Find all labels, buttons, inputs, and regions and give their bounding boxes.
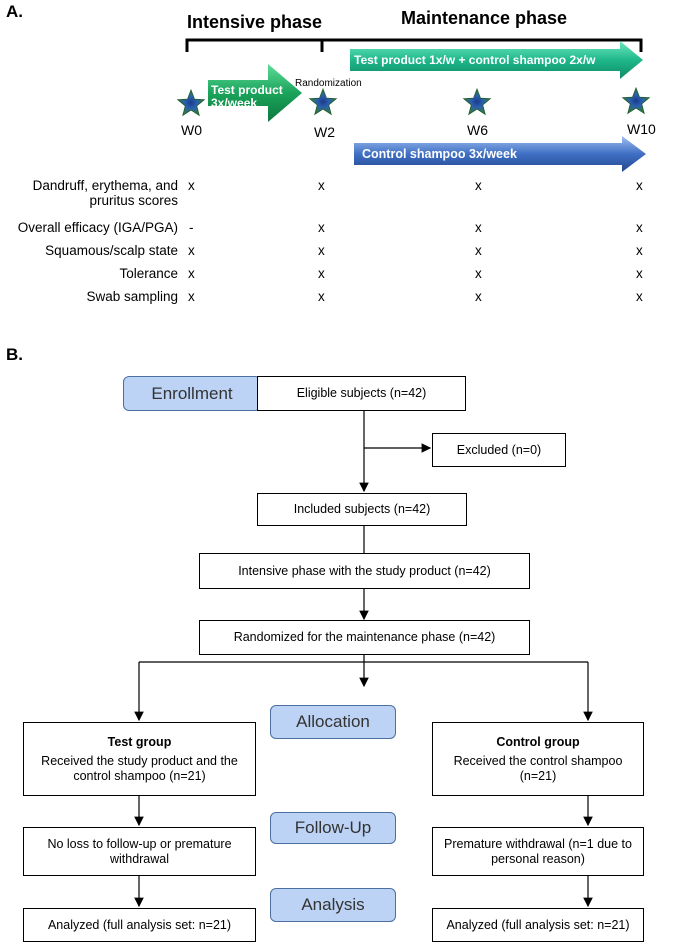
- intensive-phase-box: Intensive phase with the study product (…: [199, 553, 530, 589]
- panel-b-label: B.: [6, 345, 23, 364]
- control-arrow-label: Control shampoo 3x/week: [362, 147, 517, 161]
- test-intensive-line2: 3x/week: [211, 96, 258, 110]
- row-label-efficacy: Overall efficacy (IGA/PGA): [17, 220, 178, 235]
- mark-squamous-w6: x: [475, 243, 482, 258]
- randomization-label: Randomization: [295, 78, 362, 89]
- control-group-box: Control group Received the control shamp…: [432, 722, 644, 796]
- test-group-title: Test group: [107, 734, 172, 749]
- mark-dandruff-w10: x: [636, 178, 643, 193]
- star-icon-w6: [462, 87, 492, 116]
- timepoint-w2: W2: [314, 124, 335, 140]
- intensive-phase-title: Intensive phase: [187, 12, 323, 32]
- row-label-tolerance: Tolerance: [119, 266, 178, 281]
- test-intensive-arrow-label: Test product 3x/week: [211, 84, 283, 110]
- timepoint-w0: W0: [181, 122, 202, 138]
- intensive-bracket: [185, 38, 324, 52]
- test-group-text: Received the study product and the contr…: [41, 753, 238, 783]
- excluded-box: Excluded (n=0): [432, 433, 566, 467]
- row-label-dandruff: Dandruff, erythema, and pruritus scores: [33, 178, 178, 208]
- maintenance-phase-title: Maintenance phase: [401, 8, 568, 28]
- mark-efficacy-w10: x: [636, 220, 643, 235]
- control-analyzed-box: Analyzed (full analysis set: n=21): [432, 908, 644, 942]
- mark-swab-w10: x: [636, 289, 643, 304]
- mark-efficacy-w2: x: [318, 220, 325, 235]
- mark-tolerance-w2: x: [318, 266, 325, 281]
- test-maintenance-arrow-label: Test product 1x/w + control shampoo 2x/w: [354, 53, 596, 67]
- mark-tolerance-w10: x: [636, 266, 643, 281]
- control-arrow: [354, 136, 646, 172]
- star-icon-w2: [308, 87, 338, 116]
- row-label-squamous: Squamous/scalp state: [45, 243, 178, 258]
- row-label-dandruff-line1: Dandruff, erythema, and: [32, 178, 178, 193]
- row-label-dandruff-line2: pruritus scores: [89, 193, 178, 208]
- row-label-swab: Swab sampling: [86, 289, 178, 304]
- stage-allocation: Allocation: [270, 705, 396, 739]
- mark-swab-w2: x: [318, 289, 325, 304]
- timepoint-w10: W10: [627, 121, 656, 137]
- mark-dandruff-w2: x: [318, 178, 325, 193]
- test-maintenance-arrow: [350, 41, 643, 79]
- randomized-box: Randomized for the maintenance phase (n=…: [199, 620, 530, 655]
- mark-squamous-w2: x: [318, 243, 325, 258]
- mark-dandruff-w0: x: [188, 178, 195, 193]
- test-followup-box: No loss to follow-up or premature withdr…: [23, 827, 256, 876]
- mark-dandruff-w6: x: [475, 178, 482, 193]
- control-group-text: Received the control shampoo (n=21): [453, 753, 623, 783]
- test-intensive-arrow: [208, 64, 302, 122]
- stage-followup: Follow-Up: [270, 812, 396, 844]
- eligible-subjects-box: Eligible subjects (n=42): [257, 376, 466, 411]
- stage-enrollment: Enrollment: [123, 376, 261, 411]
- panel-a-label: A.: [6, 2, 23, 21]
- test-intensive-line1: Test product: [211, 83, 283, 97]
- mark-swab-w6: x: [475, 289, 482, 304]
- star-icon-w0: [176, 88, 206, 117]
- mark-tolerance-w0: x: [188, 266, 195, 281]
- stage-analysis: Analysis: [270, 888, 396, 922]
- timeline-graphic: [176, 38, 651, 172]
- mark-swab-w0: x: [188, 289, 195, 304]
- control-group-title: Control group: [496, 734, 580, 749]
- mark-efficacy-w6: x: [475, 220, 482, 235]
- mark-squamous-w10: x: [636, 243, 643, 258]
- control-followup-box: Premature withdrawal (n=1 due to persona…: [432, 827, 644, 876]
- maintenance-bracket: [322, 38, 643, 52]
- mark-squamous-w0: x: [188, 243, 195, 258]
- mark-tolerance-w6: x: [475, 266, 482, 281]
- included-subjects-box: Included subjects (n=42): [257, 493, 467, 526]
- star-icon-w10: [621, 86, 651, 115]
- test-group-box: Test group Received the study product an…: [23, 722, 256, 796]
- test-analyzed-box: Analyzed (full analysis set: n=21): [23, 908, 256, 942]
- timepoint-w6: W6: [467, 122, 488, 138]
- mark-efficacy-w0: -: [189, 220, 194, 235]
